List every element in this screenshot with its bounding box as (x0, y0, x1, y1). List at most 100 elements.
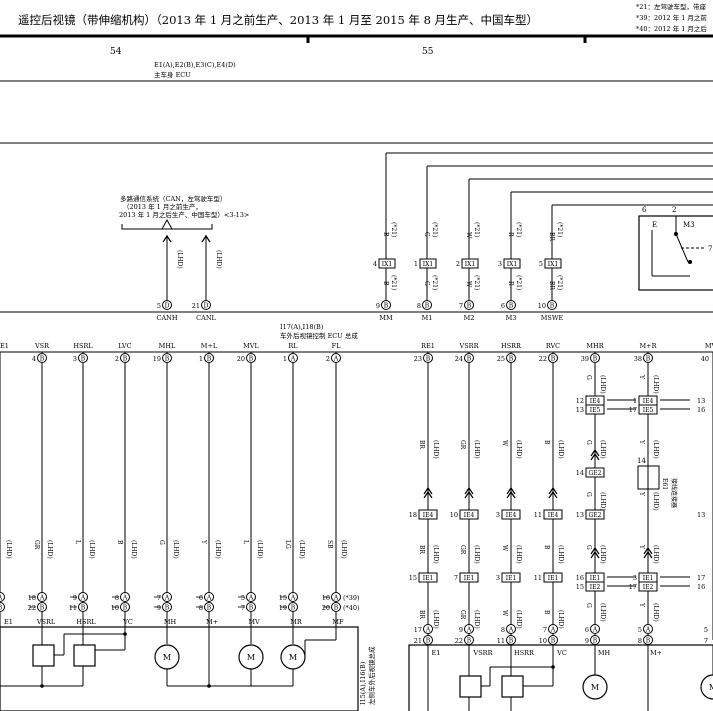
left-pin-name-7: RL (288, 342, 298, 350)
top-junction-3 (503, 258, 521, 269)
top-wire-pin-2-letter: B (467, 302, 472, 309)
left-pin-name-5: M+L (201, 342, 218, 350)
right-pin-name-1: VSRR (459, 342, 480, 350)
right-wire-color-4-4: G (585, 603, 592, 608)
right-ie1-3 (543, 572, 563, 583)
right-conn-b-1-letter: B (467, 637, 472, 644)
right-ie1-0 (418, 572, 438, 583)
right-wire-tag-3-2: (LHD) (557, 610, 564, 629)
left-conn-b-1 (78, 602, 88, 612)
top-wire-tag2-0: (*21) (390, 275, 397, 290)
right-conn-b-3-letter: B (551, 637, 556, 644)
left-pin-4 (162, 353, 172, 363)
left-wire-color-3: L (74, 540, 81, 544)
right-wire-color-5-0: Y (638, 374, 645, 380)
mpr-ie2 (638, 581, 658, 592)
top-junction-3-label: IX1 (507, 261, 517, 268)
right-pin-num-0: 23 (414, 355, 422, 363)
left-conn-b-6-letter: B (291, 604, 296, 611)
right-pin-0 (423, 353, 433, 363)
top-wire-pin-1 (422, 300, 432, 310)
right-conn-a-2 (506, 624, 516, 634)
left-conn-b-2-letter: B (123, 604, 128, 611)
right-edge-num-3: 17 (697, 574, 705, 582)
left-pin-3 (120, 353, 130, 363)
right-wire-color-5-3: Y (638, 544, 645, 550)
left-motor-f-mark: M (289, 653, 297, 662)
right-pin-4 (590, 353, 600, 363)
top-wire-color-2: W (465, 232, 472, 239)
left-conn-a-1-letter: A (80, 594, 86, 601)
left-pin-name-6: MVL (243, 342, 259, 350)
left-sensor-v (32, 644, 55, 667)
left-conn-a-num-4: 6 (199, 594, 203, 602)
left-pin-num-4: 19 (153, 355, 161, 363)
left-wire-color-1: GR (33, 540, 40, 550)
left-pin-3-letter: B (123, 355, 128, 362)
right-wire-color-1-0: GR (459, 440, 466, 450)
right-wire-tag-0-0: (LHD) (432, 440, 439, 459)
mirror-ecu-connectors: I17(A),I18(B) (280, 323, 324, 331)
left-conn-b-3-letter: B (165, 604, 170, 611)
left-pin-num-5: 1 (199, 355, 203, 363)
left-conn-a-num-6: 15 (279, 594, 287, 602)
left-motor-v-mark: M (247, 653, 255, 662)
right-conn-b-num-5: 8 (638, 637, 642, 645)
left-conn-a-3 (162, 592, 172, 602)
right-pin-1-letter: B (467, 355, 472, 362)
right-wire-color-5-1: Y (638, 439, 645, 445)
right-motor-v (700, 674, 713, 700)
can-pin-1 (201, 300, 211, 310)
right-arrow-2 (506, 486, 516, 495)
left-pin-8 (331, 353, 341, 363)
right-wire-color-3-1: B (543, 545, 550, 550)
right-pin-name-6: MVR (705, 342, 713, 350)
right-conn-a-num-2: 8 (501, 626, 505, 634)
right-pin-name-4: MHR (586, 342, 604, 350)
right-arrow-1 (464, 486, 474, 495)
can-pin-num-0: 5 (157, 302, 161, 310)
mpr-ie2-label: IE2 (643, 584, 654, 591)
left-pin-name-3: LVC (118, 342, 131, 350)
left-conn-b-1-letter: B (81, 604, 86, 611)
right-ie1-num-2: 3 (496, 574, 500, 582)
left-conn-b-num-6: 19 (279, 604, 287, 612)
mhr-ie5 (585, 404, 605, 415)
left-mirror-pin-2: HSRL (76, 618, 96, 626)
left-wire-color-15: SB (326, 540, 333, 549)
right-conn-b-0-letter: B (426, 637, 431, 644)
left-conn-a-num-3: 7 (157, 594, 161, 602)
left-pin-num-6: 20 (237, 355, 245, 363)
left-conn-a-num-2: 8 (115, 594, 119, 602)
top-wire-pin-1-letter: B (425, 302, 430, 309)
left-wire-color-8: (LHD) (172, 540, 179, 559)
left-wire-color-9: Y (200, 539, 207, 545)
mhr-ie2-label: IE2 (590, 584, 601, 591)
left-mirror-pin-5: M+ (206, 618, 218, 626)
right-wire-tag-5-0: (LHD) (652, 375, 659, 394)
top-wire-color2-3: R (507, 281, 514, 286)
left-pin-5 (204, 353, 214, 363)
left-conn-a-7-letter: A (333, 594, 339, 601)
top-wire-pin-num-4: 10 (538, 302, 546, 310)
left-pin-num-3: 2 (115, 355, 119, 363)
junction-connector-e61-label: 接线连接器 (670, 478, 678, 508)
right-ie4-0 (418, 509, 438, 520)
right-conn-a-3-letter: A (550, 626, 556, 633)
right-wire-tag-3-1: (LHD) (557, 545, 564, 564)
right-wire-tag-2-2: (LHD) (515, 610, 522, 629)
right-pin-name-5: M+R (640, 342, 658, 350)
right-wire-tag-4-3: (LHD) (599, 545, 606, 564)
mpr-ie4-label: IE4 (643, 398, 654, 405)
left-mirror-pin-3: VC (122, 618, 133, 626)
right-conn-a-0 (423, 624, 433, 634)
right-conn-a-4-letter: A (592, 626, 598, 633)
left-pin-2 (78, 353, 88, 363)
left-wire-color-6: (LHD) (130, 540, 137, 559)
top-wire-tag2-1: (*21) (431, 275, 438, 290)
right-ie4-3-label: IE4 (548, 512, 559, 519)
svg-text:6: 6 (642, 206, 647, 214)
right-wire-color-4-3: G (585, 545, 592, 550)
right-ie4-num-3: 11 (534, 511, 542, 519)
right-ie4-num-2: 3 (496, 511, 500, 519)
